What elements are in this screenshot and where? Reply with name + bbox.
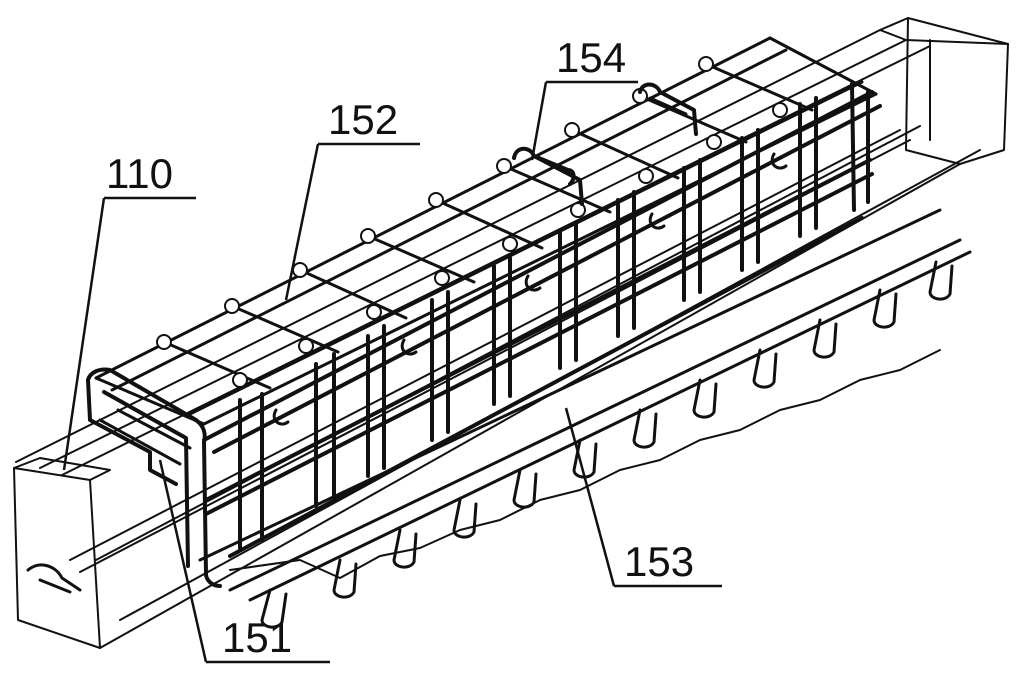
- base-plates: [198, 208, 972, 629]
- top-clamp: [512, 82, 698, 206]
- label-110: 110: [106, 150, 173, 197]
- rail-beam: [13, 17, 1009, 649]
- top-frame: [94, 36, 878, 426]
- label-152: 152: [328, 96, 398, 143]
- label-151: 151: [222, 614, 292, 661]
- side-h-frames: [202, 82, 882, 558]
- leaders: [62, 80, 722, 664]
- label-153: 153: [624, 538, 694, 585]
- end-bracket: [86, 367, 222, 588]
- label-154: 154: [556, 34, 626, 81]
